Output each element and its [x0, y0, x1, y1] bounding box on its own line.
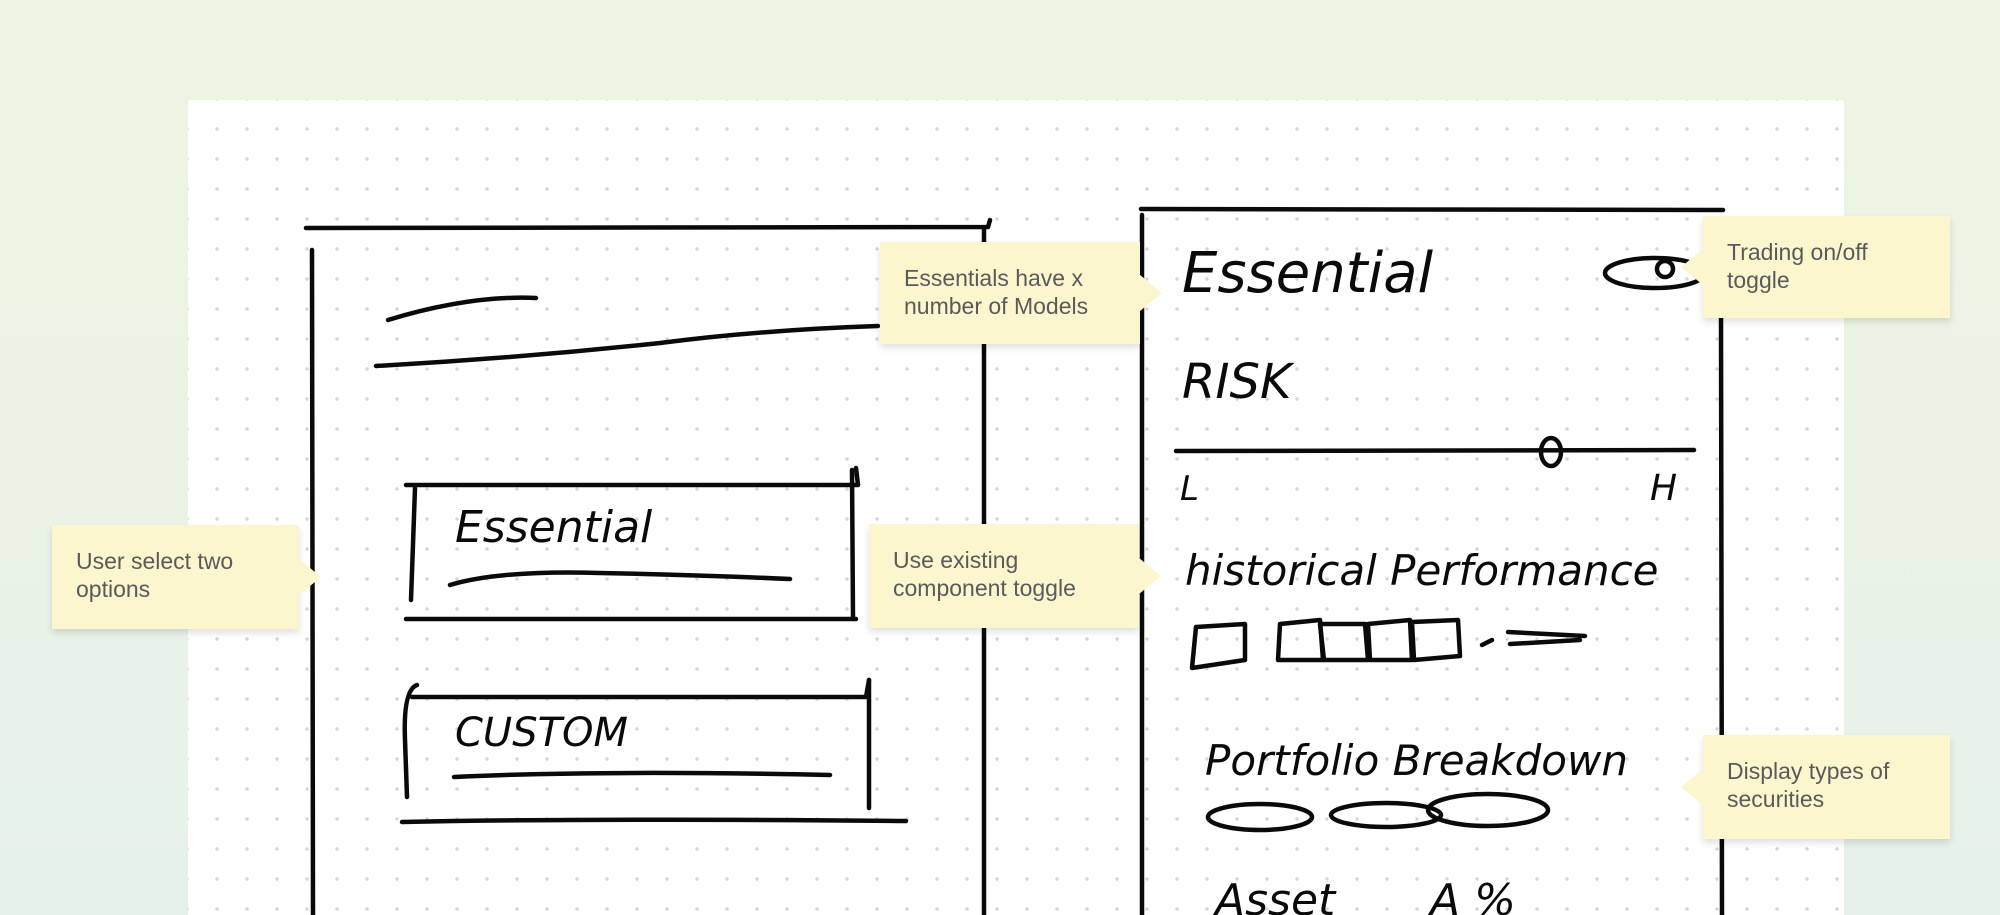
sticky-note-use-existing-toggle[interactable]: Use existing component toggle	[869, 524, 1161, 628]
option-essential-label[interactable]: Essential	[455, 502, 653, 553]
sticky-note-user-select[interactable]: User select two options	[52, 525, 321, 629]
right-frame-top	[1138, 206, 1726, 213]
right-title-label: Essential	[1182, 241, 1434, 306]
left-header-line-long	[373, 323, 881, 369]
sticky-note-display-securities[interactable]: Display types of securities	[1681, 735, 1950, 839]
percent-label: A %	[1427, 875, 1516, 915]
left-wireframe: Essential CUSTOM	[303, 217, 993, 915]
sticky-note-trading-toggle-text: Trading on/off toggle	[1727, 239, 1868, 293]
whiteboard-canvas[interactable]	[188, 100, 1844, 915]
sticky-note-user-select-text: User select two options	[76, 548, 234, 602]
risk-high-label: H	[1650, 468, 1677, 509]
right-wireframe: Essential RISK L H historical Performanc…	[1138, 206, 1726, 915]
asset-label: Asset	[1212, 875, 1337, 915]
sticky-note-use-existing-toggle-text: Use existing component toggle	[893, 547, 1076, 601]
left-header-line-short	[385, 295, 539, 323]
portfolio-breakdown-label: Portfolio Breakdown	[1205, 736, 1628, 785]
sticky-note-display-securities-text: Display types of securities	[1727, 758, 1890, 812]
option-custom-label[interactable]: CUSTOM	[455, 710, 628, 756]
sticky-note-essentials-models-text: Essentials have x number of Models	[904, 265, 1089, 319]
performance-period-toggles[interactable]	[1189, 617, 1588, 671]
sticky-note-trading-toggle[interactable]: Trading on/off toggle	[1681, 216, 1950, 318]
risk-label: RISK	[1182, 354, 1295, 410]
option-custom-card: CUSTOM	[399, 677, 909, 825]
sticky-note-essentials-models[interactable]: Essentials have x number of Models	[880, 242, 1162, 344]
risk-slider-thumb	[1538, 435, 1564, 469]
option-essential-card: Essential	[403, 465, 861, 622]
risk-low-label: L	[1180, 469, 1199, 509]
historical-performance-label: historical Performance	[1185, 546, 1659, 595]
left-frame-top	[303, 217, 993, 231]
risk-slider-sketch[interactable]	[1173, 435, 1697, 469]
securities-type-chips[interactable]	[1205, 791, 1551, 833]
